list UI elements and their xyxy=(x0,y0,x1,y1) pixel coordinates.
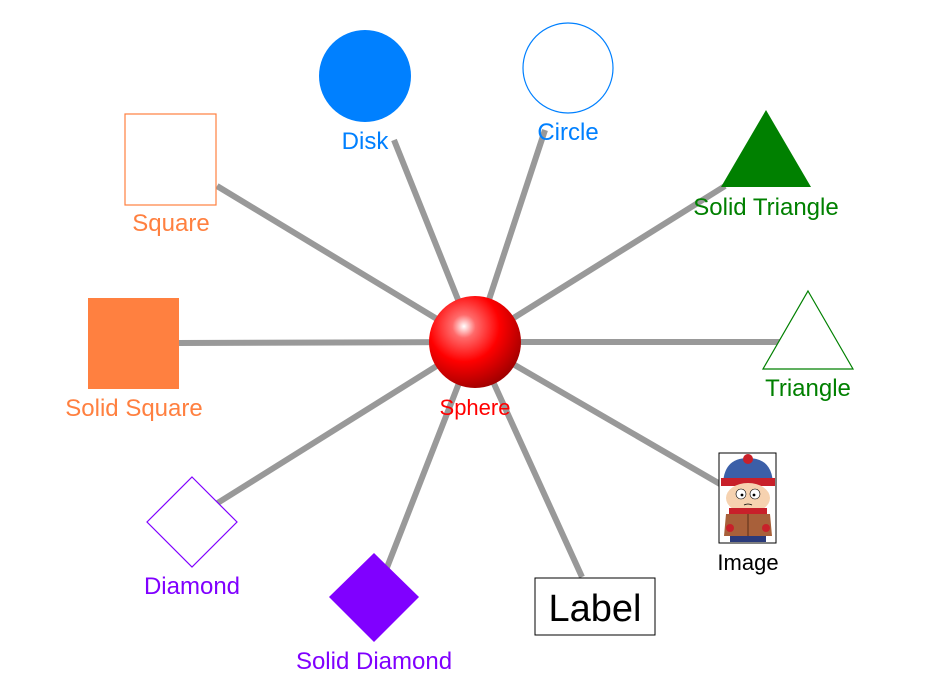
triangle-label: Triangle xyxy=(765,375,851,402)
circle-shape xyxy=(522,22,614,114)
node-disk[interactable]: Disk xyxy=(319,30,411,155)
edge-sphere-solid-triangle xyxy=(473,183,727,345)
node-circle[interactable]: Circle xyxy=(522,22,614,146)
solid-diamond-shape xyxy=(329,553,419,642)
node-image[interactable]: Image xyxy=(717,452,779,575)
sphere-shape xyxy=(429,296,521,388)
cartoon-character-image xyxy=(718,452,777,544)
node-solid-triangle[interactable]: Solid Triangle xyxy=(693,110,839,221)
square-label: Square xyxy=(132,210,209,237)
solid-diamond-label: Solid Diamond xyxy=(296,648,452,675)
solid-square-label: Solid Square xyxy=(65,395,202,422)
node-solid-square[interactable]: Solid Square xyxy=(65,298,203,422)
node-sphere[interactable]: Sphere xyxy=(429,296,521,420)
solid-triangle-shape xyxy=(721,110,811,187)
edge-sphere-solid-square xyxy=(177,339,476,346)
node-triangle[interactable]: Triangle xyxy=(761,289,855,402)
triangle-shape xyxy=(761,289,855,370)
solid-triangle-label: Solid Triangle xyxy=(693,194,838,221)
node-diamond[interactable]: Diamond xyxy=(144,476,240,600)
circle-label: Circle xyxy=(537,119,598,146)
solid-square-shape xyxy=(88,298,179,389)
edge-sphere-square xyxy=(215,183,477,345)
disk-label: Disk xyxy=(342,128,390,155)
node-label[interactable]: Label xyxy=(534,577,656,636)
edge-sphere-diamond xyxy=(214,339,477,507)
disk-shape xyxy=(319,30,411,122)
diamond-label: Diamond xyxy=(144,573,240,600)
image-label: Image xyxy=(717,550,778,575)
node-solid-diamond[interactable]: Solid Diamond xyxy=(296,553,452,675)
sphere-label: Sphere xyxy=(440,395,511,420)
edge-sphere-image xyxy=(473,339,722,487)
node-square[interactable]: Square xyxy=(124,113,217,237)
diamond-shape xyxy=(146,476,238,568)
label-box-text: Label xyxy=(549,588,642,630)
square-shape xyxy=(124,113,217,206)
label-box xyxy=(534,577,656,636)
